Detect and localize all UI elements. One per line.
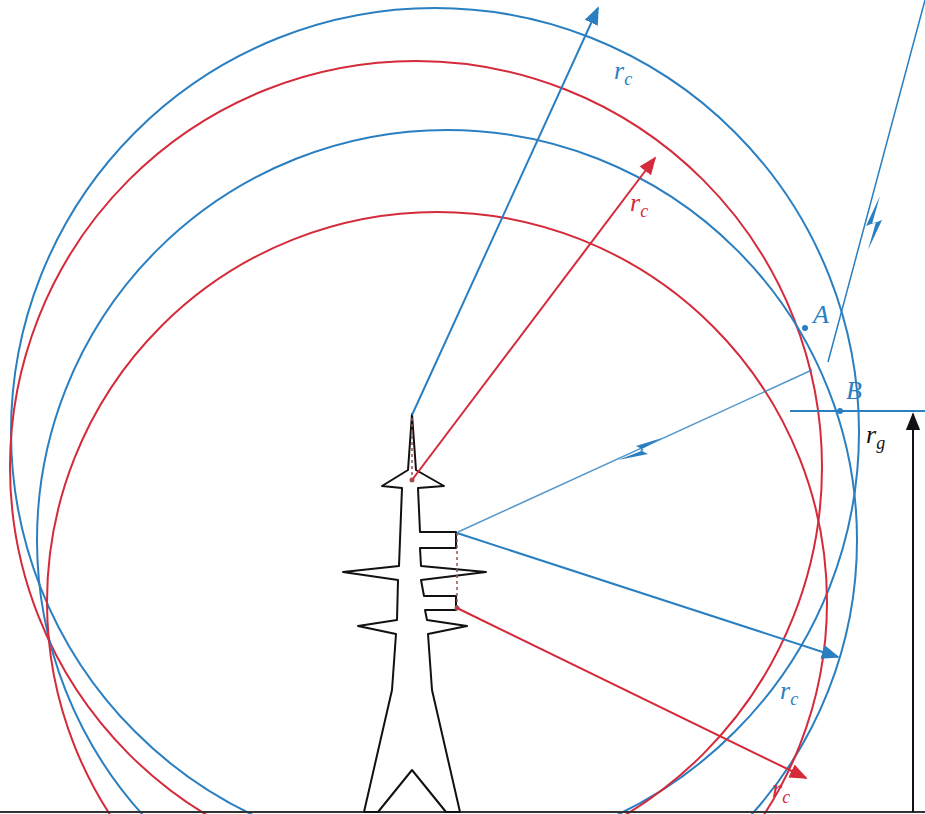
radius-arrow <box>457 533 838 657</box>
rg-level-line <box>790 410 925 412</box>
radius-label: rc <box>780 678 798 704</box>
lightning-bolt <box>866 196 882 250</box>
dimension-label: rg <box>866 422 885 448</box>
point-label: A <box>813 302 829 328</box>
point-a <box>802 325 808 331</box>
point-label: B <box>846 378 862 404</box>
lightning-bolt <box>618 438 662 460</box>
radius-label: rc <box>630 190 648 216</box>
lightning-path <box>458 370 812 532</box>
radius-arrow <box>412 158 655 480</box>
point-b <box>837 408 843 414</box>
radius-label: rc <box>772 776 790 802</box>
lightning-path <box>828 0 925 362</box>
offset-line <box>456 533 458 608</box>
strike-circle <box>11 8 859 814</box>
strike-circle <box>10 61 822 814</box>
offset-line <box>411 418 413 480</box>
radius-label: rc <box>614 58 632 84</box>
radius-arrow <box>457 608 806 778</box>
strike-circle <box>37 130 857 814</box>
radius-arrow <box>412 8 598 415</box>
rg-arrow <box>912 414 914 812</box>
transmission-tower <box>343 414 486 812</box>
ground-line <box>0 811 925 813</box>
strike-circle <box>47 212 827 814</box>
